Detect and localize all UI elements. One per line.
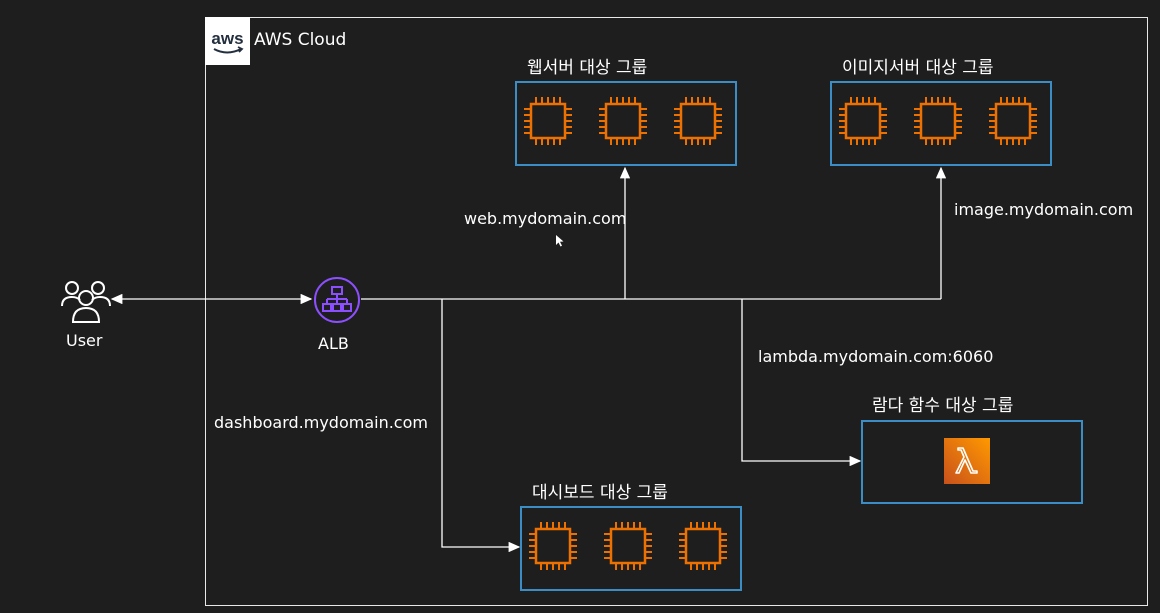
aws-cloud-frame (205, 17, 1148, 606)
user-icon (60, 276, 112, 324)
lambda-group-title: 람다 함수 대상 그룹 (872, 396, 1014, 416)
ec2-instance-icon (986, 94, 1040, 152)
web-target-group (515, 81, 737, 166)
lambda-target-group (861, 420, 1083, 504)
dashboard-route-connector (441, 299, 521, 553)
dashboard-target-group (520, 506, 742, 591)
web-group-title: 웹서버 대상 그룹 (527, 58, 648, 78)
mouse-cursor-icon (556, 235, 564, 247)
dashboard-route-label: dashboard.mydomain.com (214, 413, 428, 432)
ec2-instance-icon (836, 94, 890, 152)
image-group-title: 이미지서버 대상 그룹 (842, 58, 994, 78)
svg-text:aws: aws (211, 29, 243, 48)
lambda-icon (944, 438, 990, 484)
image-target-group (830, 81, 1052, 166)
ec2-instance-icon (596, 94, 650, 152)
ec2-instance-icon (671, 94, 725, 152)
aws-cloud-title: AWS Cloud (254, 30, 347, 50)
lambda-route-label: lambda.mydomain.com:6060 (758, 347, 994, 366)
ec2-instance-icon (521, 94, 575, 152)
ec2-instance-icon (526, 519, 580, 577)
web-route-label: web.mydomain.com (464, 209, 627, 228)
load-balancer-icon (313, 276, 361, 324)
ec2-instance-icon (676, 519, 730, 577)
dashboard-group-title: 대시보드 대상 그룹 (532, 483, 668, 503)
ec2-instance-icon (911, 94, 965, 152)
ec2-instance-icon (601, 519, 655, 577)
aws-logo: aws (205, 17, 250, 65)
alb-label: ALB (318, 334, 349, 353)
user-label: User (66, 331, 103, 350)
image-route-label: image.mydomain.com (954, 200, 1134, 219)
lambda-route-connector (741, 299, 862, 467)
